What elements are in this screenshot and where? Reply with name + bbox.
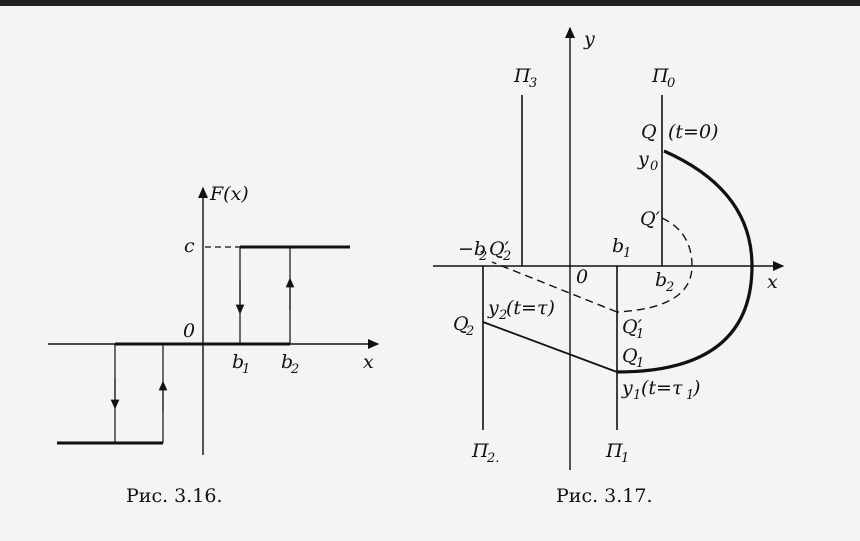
tick-sub-b1: 1 bbox=[623, 246, 631, 261]
point-label-q-prime: Q′ bbox=[640, 208, 661, 230]
point-label-q1-prime: Q′ bbox=[622, 316, 643, 338]
point-label-y2: y bbox=[487, 297, 499, 319]
cropped-text-line bbox=[0, 0, 860, 6]
tick-label-b1: b bbox=[232, 351, 244, 373]
tick-label-b2: b bbox=[281, 351, 293, 373]
point-label-y0: y bbox=[637, 148, 649, 170]
tick-label-neg-b2: −b bbox=[458, 238, 486, 260]
trajectory-segment bbox=[482, 321, 618, 373]
figure-3-17: y П 0 П 3 Q (t=0) y 0 Q′ −b 2 Q′ 2 b 1 0… bbox=[433, 26, 785, 507]
plane-sub-pi3: 3 bbox=[529, 76, 537, 91]
tick-sub-b2: 2 bbox=[665, 280, 674, 295]
point-label-q2-prime: Q′ bbox=[489, 238, 510, 260]
level-label: c bbox=[184, 235, 195, 257]
x-axis-label: x bbox=[767, 271, 778, 293]
point-sub-y2: 2 bbox=[498, 308, 507, 323]
y-axis-label: y bbox=[583, 28, 595, 50]
tick-label-b1: b bbox=[612, 235, 624, 257]
dashed-segment bbox=[491, 261, 618, 313]
tick-sub-neg-b2: 2 bbox=[478, 249, 487, 264]
point-sub-q1: 1 bbox=[636, 356, 644, 371]
point-sub-q1-prime: 1 bbox=[636, 327, 644, 342]
figure-3-16: F(x) c 0 b 1 b 2 x Рис. 3.16. bbox=[48, 183, 380, 507]
tick-sub-b1: 1 bbox=[242, 362, 250, 377]
caption: Рис. 3.17. bbox=[556, 485, 653, 507]
origin-label: 0 bbox=[183, 320, 195, 342]
time-label-tau1: (t=τ bbox=[641, 377, 683, 399]
point-label-y1: y bbox=[621, 377, 633, 399]
plane-sub-pi1: 1 bbox=[621, 451, 629, 466]
dashed-arc bbox=[616, 217, 693, 313]
point-sub-q2-prime: 2 bbox=[502, 249, 511, 264]
time-sub-tau1: 1 bbox=[686, 388, 694, 403]
x-axis-label: x bbox=[363, 351, 374, 373]
time-label-t0: (t=0) bbox=[668, 121, 718, 143]
point-label-q1: Q bbox=[622, 345, 638, 367]
tick-label-b2: b bbox=[655, 269, 667, 291]
point-sub-q2: 2 bbox=[465, 324, 474, 339]
point-sub-y0: 0 bbox=[650, 159, 658, 174]
plane-label-pi2: П bbox=[471, 440, 489, 462]
trajectory-arc bbox=[616, 149, 754, 374]
time-close-tau1: ) bbox=[692, 377, 700, 399]
point-label-q2: Q bbox=[453, 313, 469, 335]
origin-label: 0 bbox=[576, 266, 588, 288]
caption: Рис. 3.16. bbox=[126, 485, 223, 507]
tick-sub-b2: 2 bbox=[290, 362, 299, 377]
plane-label-pi3: П bbox=[513, 65, 531, 87]
plane-sub-pi2: 2. bbox=[486, 451, 499, 466]
y-axis-label: F(x) bbox=[209, 183, 249, 205]
plane-label-pi0: П bbox=[651, 65, 669, 87]
point-sub-y1: 1 bbox=[633, 388, 641, 403]
plane-label-pi1: П bbox=[605, 440, 623, 462]
time-label-tau: (t=τ) bbox=[506, 297, 555, 319]
point-label-q: Q bbox=[641, 121, 657, 143]
plane-sub-pi0: 0 bbox=[667, 76, 675, 91]
